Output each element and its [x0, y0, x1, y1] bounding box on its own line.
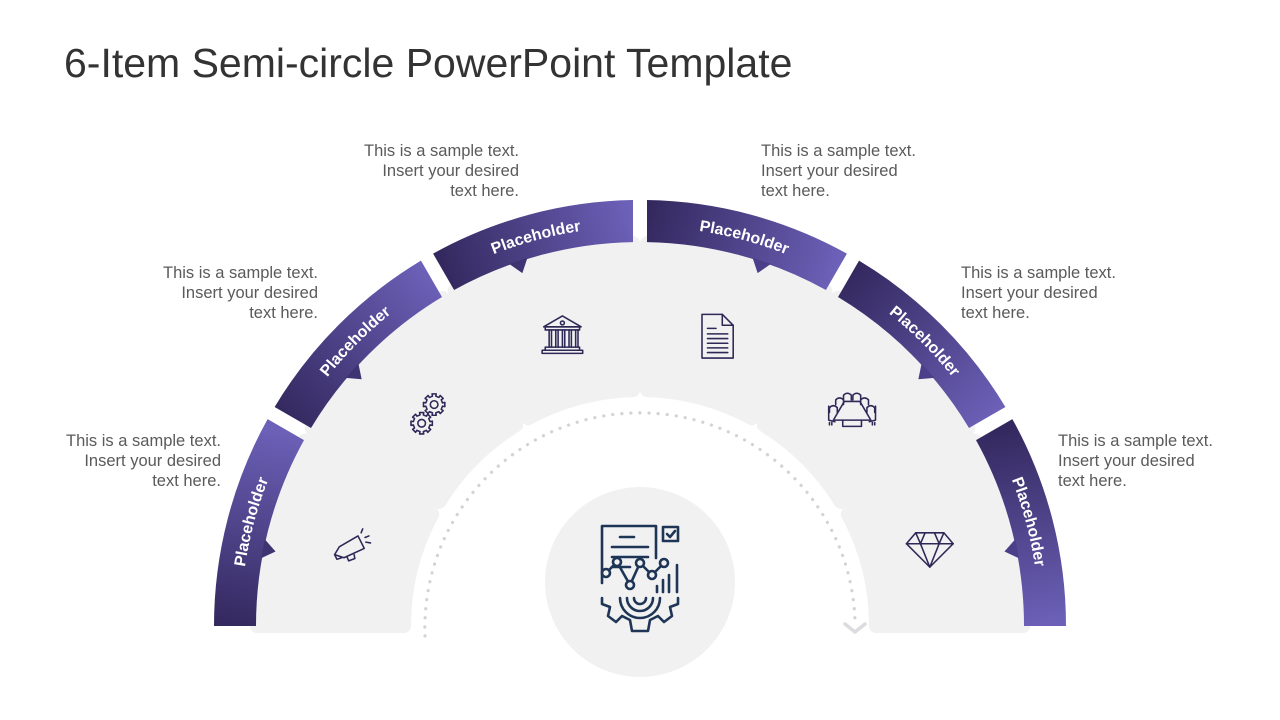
segment-tile: [757, 290, 976, 509]
segment-tile: [304, 290, 523, 509]
item-4-text-line-1: This is a sample text.: [761, 142, 916, 160]
segment-band: [274, 260, 442, 428]
segment-4[interactable]: Placeholder: [639, 200, 847, 426]
dotted-progress-arc: [423, 411, 857, 638]
document-icon: [701, 313, 734, 359]
item-2-text-line-1: This is a sample text.: [163, 264, 318, 282]
segment-tile: [639, 236, 833, 426]
item-3-text-line-2: Insert your desired: [382, 162, 519, 180]
band-pointer: [509, 257, 528, 274]
gears-icon: [410, 393, 446, 435]
megaphone-icon: [333, 528, 372, 562]
item-1-text-line-3: text here.: [152, 472, 221, 490]
segment-5[interactable]: Placeholder: [757, 260, 1006, 509]
band-pointer: [345, 363, 362, 380]
segment-band: [433, 200, 634, 291]
item-1-text-line-1: This is a sample text.: [66, 432, 221, 450]
segment-2[interactable]: Placeholder: [274, 260, 523, 509]
item-1-text-line-2: Insert your desired: [84, 452, 221, 470]
item-2-text-line-3: text here.: [249, 304, 318, 322]
diamond-icon: [905, 532, 954, 568]
segment-3[interactable]: Placeholder: [433, 200, 641, 426]
item-6-text-line-3: text here.: [1058, 472, 1127, 490]
item-3-text-line-3: text here.: [450, 182, 519, 200]
item-5-text-line-1: This is a sample text.: [961, 264, 1116, 282]
center-circle: [545, 487, 735, 677]
item-2-description: This is a sample text. Insert your desir…: [118, 263, 318, 323]
segment-1[interactable]: Placeholder: [214, 419, 440, 633]
bank-building-icon: [541, 315, 584, 355]
arc-arrowhead-icon: [843, 622, 867, 634]
item-1-description: This is a sample text. Insert your desir…: [21, 431, 221, 491]
item-6-text-line-1: This is a sample text.: [1058, 432, 1213, 450]
item-6-description: This is a sample text. Insert your desir…: [1058, 431, 1258, 491]
meeting-table-icon: [827, 392, 877, 428]
segment-tile: [447, 236, 641, 426]
item-3-description: This is a sample text. Insert your desir…: [319, 141, 519, 201]
analytics-gear-report-icon: [600, 524, 680, 633]
band-pointer: [1004, 539, 1019, 559]
item-6-text-line-2: Insert your desired: [1058, 452, 1195, 470]
band-pointer: [261, 539, 276, 559]
item-4-text-line-2: Insert your desired: [761, 162, 898, 180]
item-4-description: This is a sample text. Insert your desir…: [761, 141, 961, 201]
segment-6[interactable]: Placeholder: [840, 419, 1066, 633]
item-2-text-line-2: Insert your desired: [181, 284, 318, 302]
item-5-text-line-2: Insert your desired: [961, 284, 1098, 302]
item-5-text-line-3: text here.: [961, 304, 1030, 322]
segment-tile: [250, 433, 440, 633]
band-pointer: [918, 363, 935, 380]
segment-band: [975, 419, 1066, 626]
item-3-text-line-1: This is a sample text.: [364, 142, 519, 160]
item-4-text-line-3: text here.: [761, 182, 830, 200]
slide-title: 6-Item Semi-circle PowerPoint Template: [64, 40, 793, 86]
item-5-description: This is a sample text. Insert your desir…: [961, 263, 1161, 323]
band-pointer: [752, 257, 771, 274]
segment-band: [646, 200, 847, 291]
segment-band: [214, 419, 305, 626]
segment-band: [838, 260, 1006, 428]
